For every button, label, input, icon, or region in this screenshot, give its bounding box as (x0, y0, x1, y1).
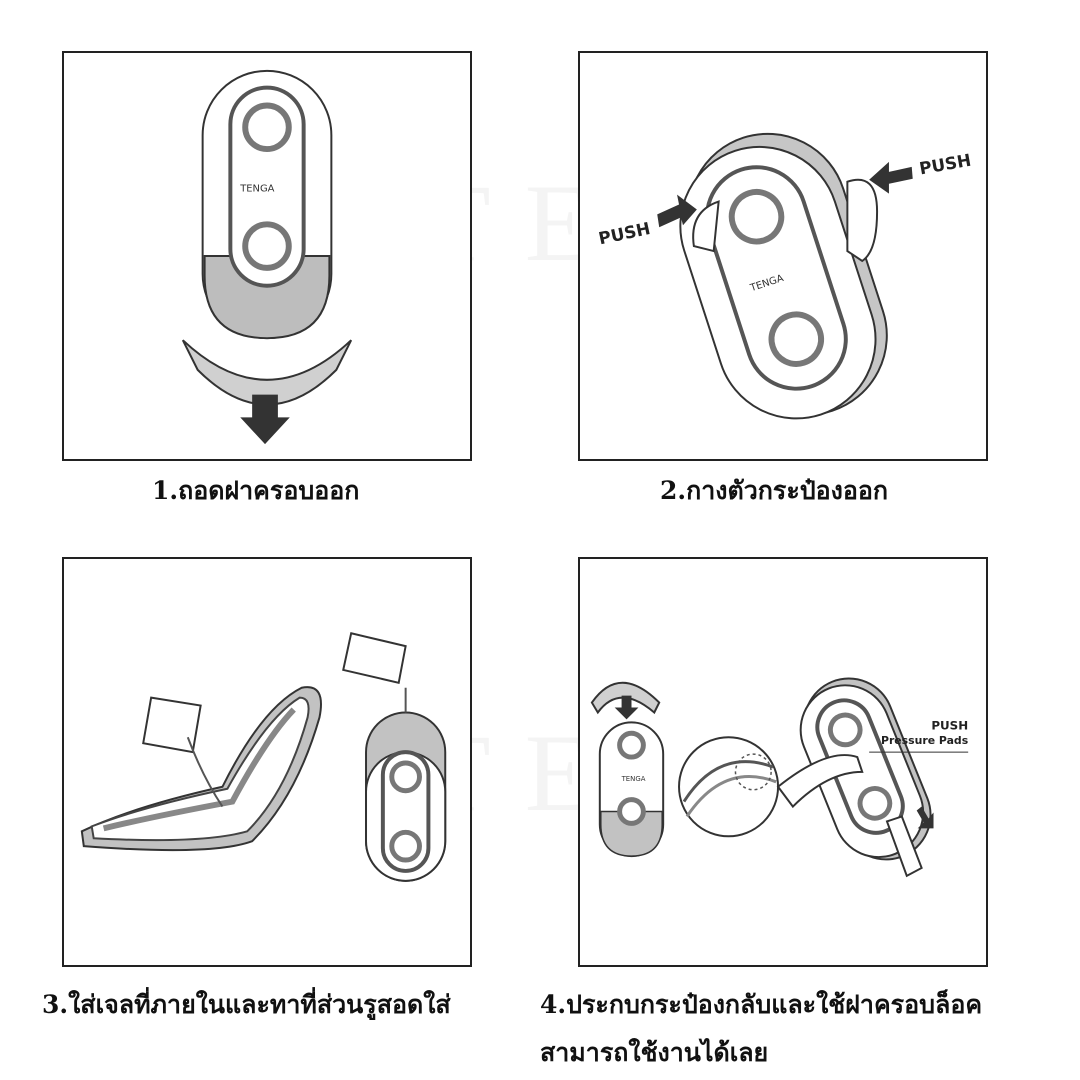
arrow-down-icon (240, 394, 290, 445)
step-1-caption: 1.ถอดฝาครอบออก (152, 476, 360, 505)
step-3-illustration (80, 632, 447, 882)
arrow-out-icon (916, 806, 934, 829)
brand-logo: TENGA (239, 184, 274, 195)
step-2-caption: 2.กางตัวกระป๋องออก (660, 476, 889, 505)
step-2-panel: TENGA PUSH PUSH (578, 51, 988, 461)
step-3-caption: 3.ใส่เจลที่ภายในและทาที่ส่วนรูสอดใส่ (42, 990, 451, 1019)
pressure-pads-label: Pressure Pads (881, 734, 968, 747)
step-4-illustration: TENGA PUSH Pressure Pads (590, 677, 969, 878)
step-3-panel (62, 557, 472, 967)
step-4-panel: TENGA PUSH Pressure Pads (578, 557, 988, 967)
hand-left (692, 200, 720, 253)
hand-right (846, 178, 879, 263)
step-4-caption-line-1: 4.ประกบกระป๋องกลับและใช้ฝาครอบล็อค (540, 990, 983, 1019)
step-2-illustration: TENGA PUSH PUSH (597, 132, 973, 420)
arrow-down-icon (614, 695, 639, 720)
brand-logo: TENGA (621, 775, 646, 783)
push-label-left: PUSH (597, 218, 652, 248)
hand (776, 754, 864, 809)
arrow-right-icon (657, 194, 697, 228)
step-4-caption-line-2: สามารถใช้งานได้เลย (540, 1038, 769, 1067)
step-1-illustration: TENGA (181, 69, 353, 445)
gel-sachet-2 (342, 632, 407, 684)
push-label: PUSH (931, 718, 968, 732)
arrow-left-icon (869, 161, 913, 194)
gel-sachet (142, 696, 202, 754)
push-label-right: PUSH (918, 150, 973, 179)
step-1-panel: TENGA (62, 51, 472, 461)
